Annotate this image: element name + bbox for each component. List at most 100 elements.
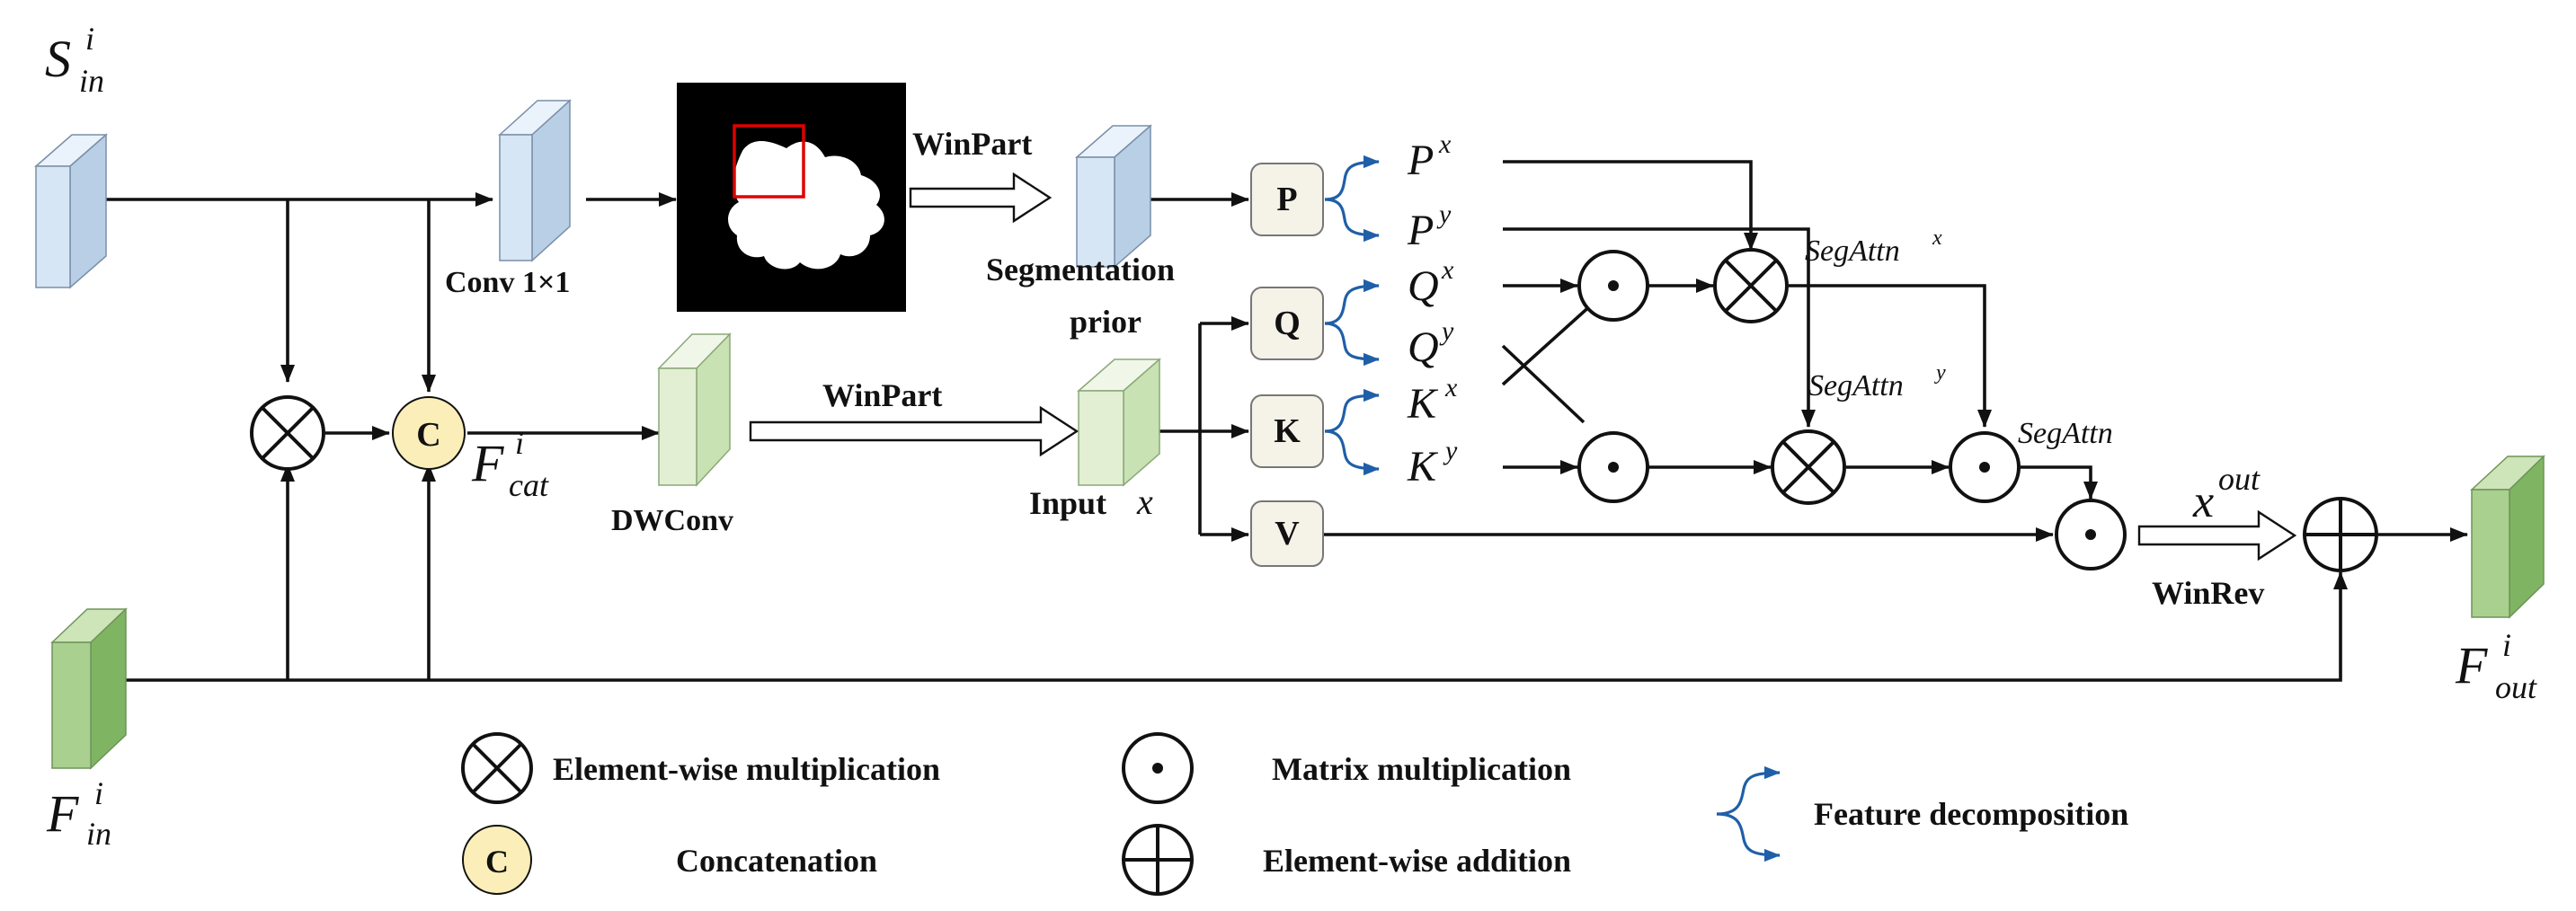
svg-text:x: x: [1438, 129, 1452, 159]
winpart-arrow-mid: [749, 405, 1079, 457]
feature-ky: K y: [1407, 436, 1458, 491]
svg-text:Q: Q: [1274, 305, 1301, 342]
legend-add-label: Element-wise addition: [1263, 843, 1571, 879]
svg-text:Q: Q: [1408, 323, 1439, 371]
feature-px: P x: [1407, 129, 1452, 184]
segmentation-prior-label-1: Segmentation: [986, 252, 1175, 287]
svg-text:y: y: [1443, 436, 1458, 465]
elementwise-multiply-op-y: [1771, 429, 1846, 505]
svg-text:S: S: [45, 30, 71, 88]
matmul-op-final: [2055, 499, 2127, 570]
p-box: P: [1250, 163, 1324, 236]
svg-text:Input: Input: [1029, 485, 1106, 521]
concat-symbol: C: [416, 416, 440, 454]
x-out-label: x out: [2192, 461, 2261, 527]
svg-text:x: x: [2192, 476, 2214, 527]
k-box: K: [1250, 394, 1324, 468]
segattn-x-label: SegAttn x: [1805, 226, 1942, 268]
svg-text:F: F: [46, 784, 79, 843]
svg-text:P: P: [1407, 207, 1434, 254]
segattn-y-label: SegAttn y: [1808, 361, 1946, 402]
segmentation-mask-image: [677, 83, 906, 312]
f-out-label: F i out: [2455, 627, 2537, 705]
svg-text:P: P: [1276, 181, 1297, 218]
f-in-label: F i in: [46, 775, 111, 852]
svg-text:SegAttn: SegAttn: [1808, 369, 1904, 402]
svg-text:Q: Q: [1408, 262, 1439, 310]
svg-text:F: F: [2455, 636, 2488, 694]
concat-op: C: [392, 396, 466, 470]
segmentation-prior-block: [1075, 124, 1152, 269]
feature-qy: Q y: [1408, 316, 1454, 371]
v-box: V: [1250, 500, 1324, 567]
svg-text:x: x: [1932, 226, 1942, 250]
svg-text:x: x: [1444, 373, 1458, 402]
svg-text:in: in: [79, 63, 104, 99]
f-out-block: [2470, 455, 2545, 619]
svg-text:y: y: [1439, 316, 1454, 346]
dwconv-block: [657, 332, 732, 487]
svg-text:C: C: [485, 844, 509, 880]
svg-text:x: x: [1136, 482, 1153, 522]
feature-qx: Q x: [1408, 255, 1454, 310]
svg-text:out: out: [2495, 669, 2537, 705]
svg-text:K: K: [1407, 443, 1439, 491]
feature-kx: K x: [1407, 373, 1458, 428]
winpart-mid-label: WinPart: [822, 377, 942, 413]
conv-block: [498, 99, 572, 262]
matmul-op-1: [1577, 250, 1649, 322]
segmentation-prior-label-2: prior: [1070, 304, 1141, 340]
svg-text:i: i: [515, 425, 524, 461]
svg-text:in: in: [86, 816, 111, 852]
segattn-label: SegAttn: [2018, 417, 2113, 450]
svg-text:SegAttn: SegAttn: [1805, 234, 1900, 268]
legend-matmul-label: Matrix multiplication: [1272, 751, 1571, 787]
hollow-arrows: [749, 172, 2297, 562]
svg-text:P: P: [1407, 137, 1434, 184]
legend: Element-wise multiplication C Concatenat…: [461, 732, 2128, 896]
legend-decomp-icon: [1716, 765, 1781, 862]
svg-text:K: K: [1407, 380, 1439, 428]
f-cat-label: F i cat: [471, 425, 549, 503]
decomposition-braces: [1324, 155, 1380, 476]
legend-matmul-icon: [1122, 732, 1194, 804]
svg-text:K: K: [1274, 412, 1301, 450]
svg-text:V: V: [1275, 515, 1300, 553]
svg-text:y: y: [1934, 361, 1946, 385]
legend-concat-label: Concatenation: [676, 843, 877, 879]
matmul-op-3: [1949, 431, 2021, 503]
f-in-block: [50, 607, 128, 770]
dwconv-label: DWConv: [611, 504, 733, 537]
svg-text:x: x: [1441, 255, 1454, 285]
input-x-label: Input x: [1029, 482, 1153, 522]
feature-py: P y: [1407, 199, 1452, 254]
svg-text:i: i: [85, 21, 94, 57]
legend-mul-icon: [461, 732, 533, 804]
wires: [106, 160, 2468, 682]
svg-text:i: i: [2502, 627, 2511, 663]
legend-decomp-label: Feature decomposition: [1814, 796, 2128, 832]
s-in-block: [34, 133, 108, 289]
elementwise-multiply-op-x: [1713, 248, 1789, 323]
winrev-arrow: [2137, 509, 2297, 562]
elementwise-multiply-op: [250, 395, 325, 471]
winrev-label: WinRev: [2152, 575, 2264, 611]
conv-label: Conv 1×1: [445, 266, 570, 299]
winpart-top-label: WinPart: [912, 126, 1032, 162]
winpart-arrow-top: [909, 172, 1053, 224]
window-highlight-box: [733, 124, 805, 199]
legend-mul-label: Element-wise multiplication: [553, 751, 940, 787]
svg-text:i: i: [94, 775, 103, 811]
svg-text:out: out: [2218, 461, 2261, 497]
elementwise-add-op: [2303, 497, 2378, 572]
svg-text:cat: cat: [509, 467, 549, 503]
svg-text:y: y: [1436, 199, 1452, 229]
legend-add-icon: [1122, 824, 1194, 896]
matmul-op-2: [1577, 431, 1649, 503]
legend-concat-icon: C: [462, 825, 532, 895]
svg-text:F: F: [471, 434, 504, 492]
input-x-block: [1077, 358, 1161, 487]
q-box: Q: [1250, 287, 1324, 360]
s-in-label: S i in: [45, 21, 104, 99]
